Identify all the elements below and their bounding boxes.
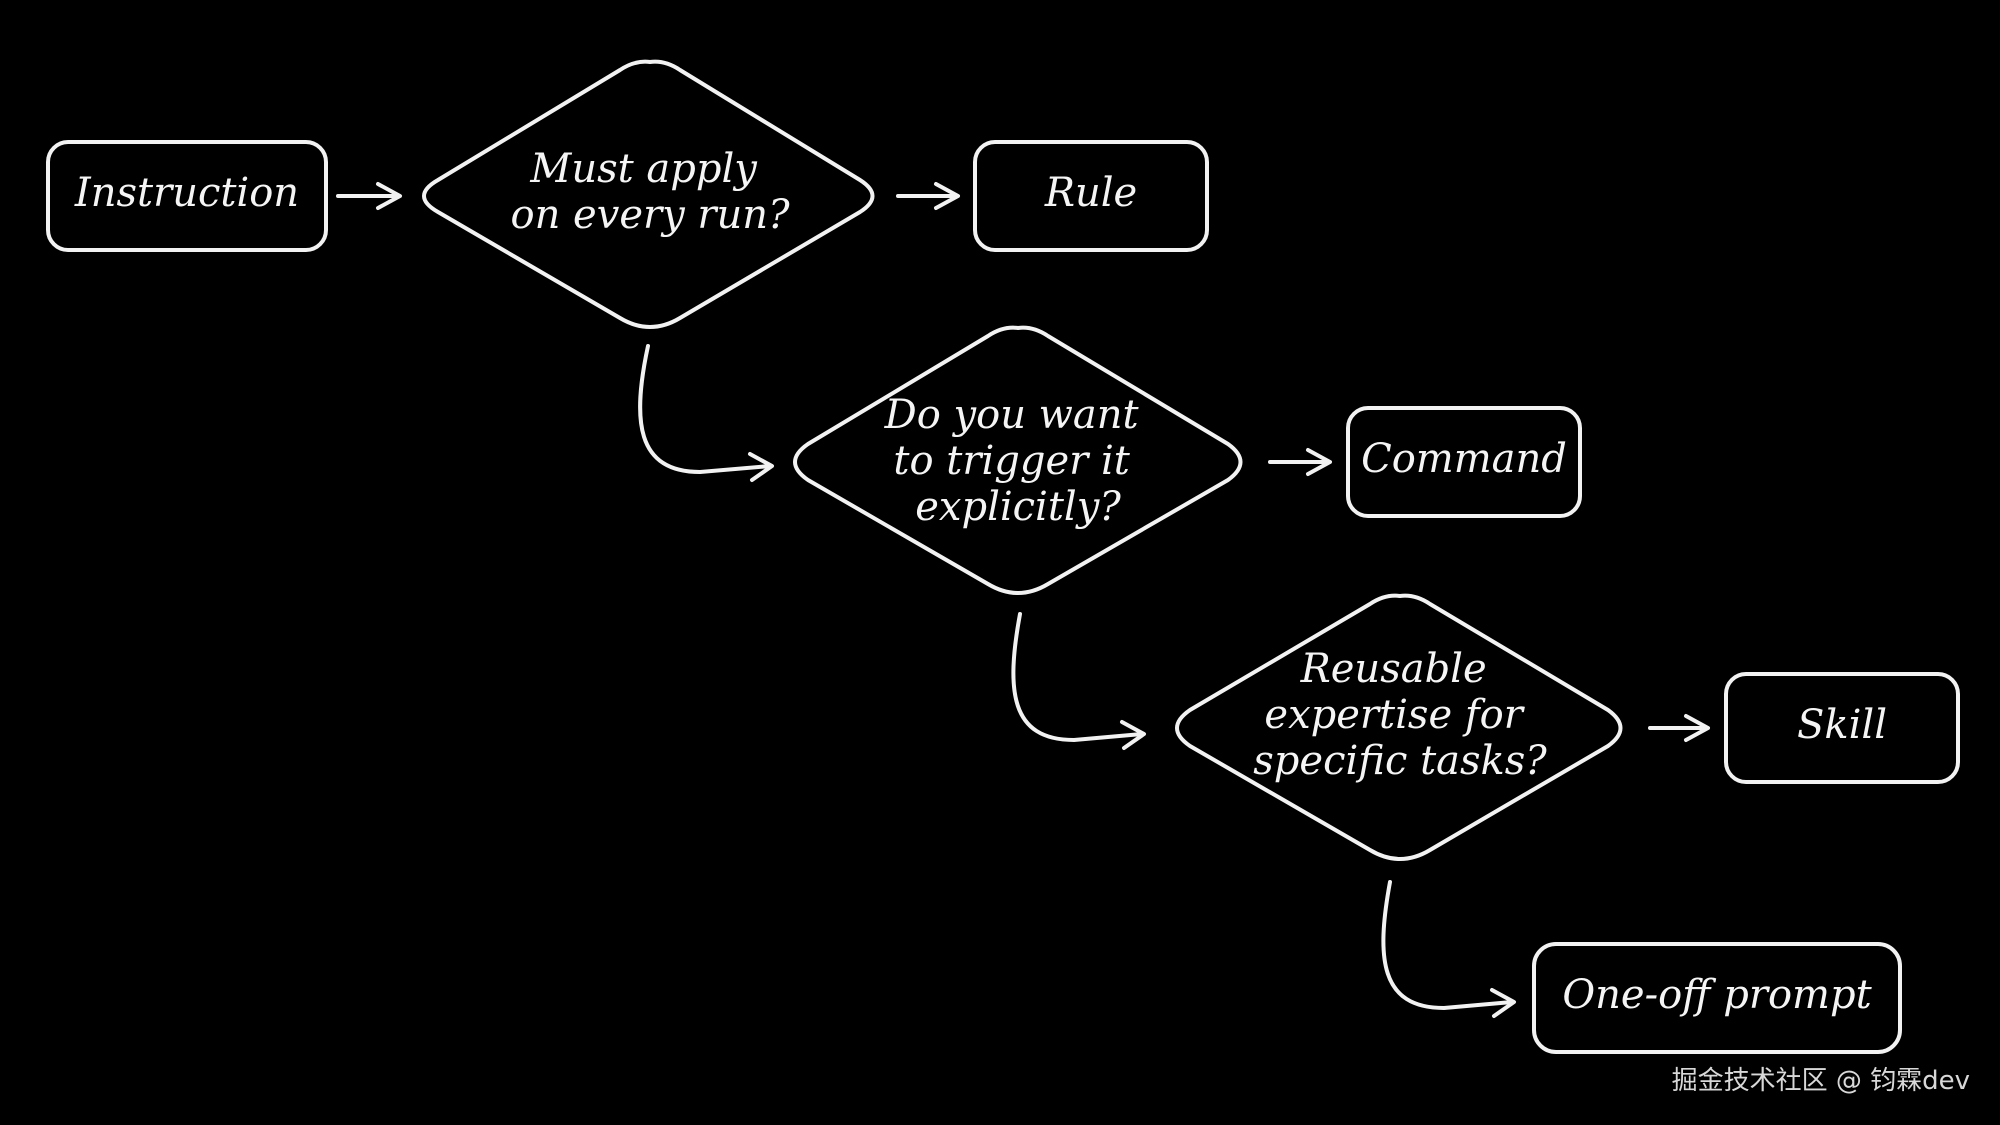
decision-must-apply: Must apply on every run? bbox=[422, 59, 875, 329]
one-off-prompt-label: One-off prompt bbox=[1562, 972, 1872, 1018]
one-off-prompt-node: One-off prompt bbox=[1532, 942, 1902, 1054]
decision-trigger-explicitly: Do you want to trigger it explicitly? bbox=[793, 325, 1243, 595]
rule-label: Rule bbox=[1044, 170, 1137, 216]
decision-must-apply-label: Must apply on every run? bbox=[510, 146, 790, 238]
arrow-decision-2-to-command bbox=[1268, 448, 1332, 476]
rule-node: Rule bbox=[973, 140, 1209, 252]
arrow-decision-3-to-one-off bbox=[1381, 880, 1516, 1018]
arrow-decision-1-to-decision-2 bbox=[638, 344, 774, 482]
instruction-node: Instruction bbox=[46, 140, 328, 252]
command-node: Command bbox=[1346, 406, 1582, 518]
decision-reusable-expertise: Reusable expertise for specific tasks? bbox=[1175, 593, 1623, 861]
arrow-instruction-to-decision-1 bbox=[336, 182, 402, 210]
command-label: Command bbox=[1361, 436, 1567, 482]
arrow-decision-1-to-rule bbox=[896, 182, 960, 210]
arrow-decision-3-to-skill bbox=[1648, 714, 1710, 742]
decision-reusable-expertise-label: Reusable expertise for specific tasks? bbox=[1253, 646, 1547, 784]
decision-trigger-explicitly-label: Do you want to trigger it explicitly? bbox=[884, 392, 1152, 530]
arrow-decision-2-to-decision-3 bbox=[1011, 612, 1146, 750]
watermark: 掘金技术社区 @ 钧霖dev bbox=[1671, 1066, 1970, 1096]
skill-label: Skill bbox=[1797, 702, 1887, 748]
instruction-label: Instruction bbox=[74, 170, 299, 216]
skill-node: Skill bbox=[1724, 672, 1960, 784]
